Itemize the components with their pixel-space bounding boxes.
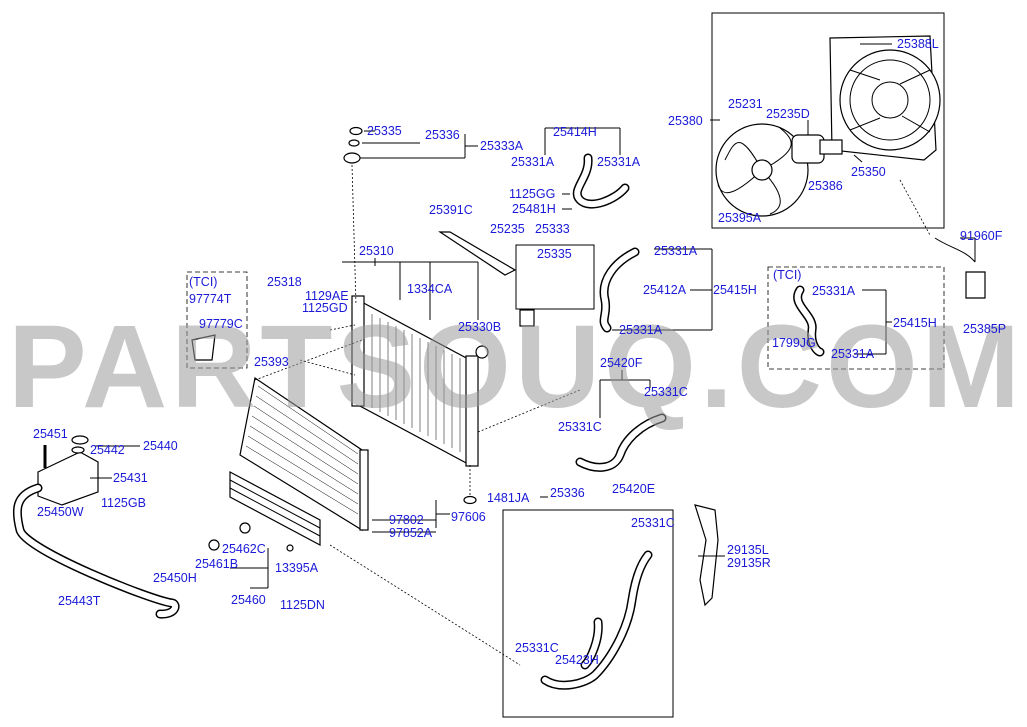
tci-right-title: (TCI) [773, 268, 801, 282]
label-25415H[interactable]: 25415H [893, 316, 937, 330]
label-25414H[interactable]: 25414H [553, 125, 597, 139]
label-25331A[interactable]: 25331A [812, 284, 856, 298]
label-97606[interactable]: 97606 [451, 510, 486, 524]
label-25336[interactable]: 25336 [425, 128, 460, 142]
reservoir-tank [37, 435, 99, 506]
watermark: PARTSOUQ.COM [8, 301, 1024, 433]
label-25412A[interactable]: 25412A [643, 283, 687, 297]
label-25420F[interactable]: 25420F [600, 356, 643, 370]
label-25386[interactable]: 25386 [808, 179, 843, 193]
tci-box-right [767, 266, 945, 370]
label-97852A[interactable]: 97852A [389, 526, 433, 540]
label-25395A[interactable]: 25395A [718, 211, 762, 225]
label-25331C[interactable]: 25331C [515, 641, 559, 655]
label-25331C[interactable]: 25331C [644, 385, 688, 399]
label-25380[interactable]: 25380 [668, 114, 703, 128]
label-25481H[interactable]: 25481H [512, 202, 556, 216]
label-25450W[interactable]: 25450W [37, 505, 84, 519]
label-25431[interactable]: 25431 [113, 471, 148, 485]
label-25462C[interactable]: 25462C [222, 542, 266, 556]
label-25336[interactable]: 25336 [550, 486, 585, 500]
label-29135L[interactable]: 29135L [727, 543, 769, 557]
label-25451[interactable]: 25451 [33, 427, 68, 441]
fan-motor [791, 134, 843, 164]
connector-25385P [965, 271, 986, 299]
cap-25333A [343, 152, 361, 164]
label-25331A[interactable]: 25331A [597, 155, 641, 169]
label-1481JA[interactable]: 1481JA [487, 491, 530, 505]
label-91960F[interactable]: 91960F [960, 229, 1003, 243]
label-25331A[interactable]: 25331A [831, 347, 875, 361]
label-25388L[interactable]: 25388L [897, 37, 939, 51]
label-97802[interactable]: 97802 [389, 513, 424, 527]
dotted-leaders [254, 164, 931, 666]
label-25460[interactable]: 25460 [231, 593, 266, 607]
label-97779C[interactable]: 97779C [199, 317, 243, 331]
label-25318[interactable]: 25318 [267, 275, 302, 289]
label-25391C[interactable]: 25391C [429, 203, 473, 217]
cap-25336-bottom [463, 495, 477, 505]
label-1125GD[interactable]: 1125GD [302, 301, 348, 315]
label-1334CA[interactable]: 1334CA [407, 282, 453, 296]
label-25235[interactable]: 25235 [490, 222, 525, 236]
label-25461B[interactable]: 25461B [195, 557, 238, 571]
oil-cooler [208, 471, 321, 552]
label-25235D[interactable]: 25235D [766, 107, 810, 121]
cooling-fan [715, 123, 809, 217]
bracket-group-box [515, 244, 595, 310]
label-1125GG[interactable]: 1125GG [509, 187, 555, 201]
air-guard [694, 504, 719, 607]
bracket-tci-left [191, 334, 216, 361]
label-25330B[interactable]: 25330B [458, 320, 501, 334]
label-13395A[interactable]: 13395A [275, 561, 319, 575]
tci-left-title: (TCI) [189, 275, 217, 289]
label-25415H[interactable]: 25415H [713, 283, 757, 297]
label-25440[interactable]: 25440 [143, 439, 178, 453]
gasket-25336 [348, 139, 360, 147]
label-25393[interactable]: 25393 [254, 355, 289, 369]
mount-25333 [519, 309, 535, 327]
part-labels: 25335 25336 25333A 25414H 25331A 25331A … [33, 37, 1006, 667]
label-25331A[interactable]: 25331A [654, 244, 698, 258]
label-25331C[interactable]: 25331C [631, 516, 675, 530]
fan-shroud [829, 35, 941, 161]
cap-25335 [349, 126, 363, 136]
hose-25420E-frame [502, 509, 674, 718]
label-29135R[interactable]: 29135R [727, 556, 771, 570]
label-25333[interactable]: 25333 [535, 222, 570, 236]
label-25423H[interactable]: 25423H [555, 653, 599, 667]
label-25331A[interactable]: 25331A [619, 323, 663, 337]
leader-lines [90, 43, 976, 589]
label-25310[interactable]: 25310 [359, 244, 394, 258]
label-25385P[interactable]: 25385P [963, 322, 1006, 336]
cap-25330B [475, 345, 489, 359]
label-25450H[interactable]: 25450H [153, 571, 197, 585]
label-1125DN[interactable]: 1125DN [280, 598, 325, 612]
condenser [239, 376, 369, 532]
label-25442[interactable]: 25442 [90, 443, 125, 457]
label-25420E[interactable]: 25420E [612, 482, 655, 496]
label-25443T[interactable]: 25443T [58, 594, 101, 608]
tci-box-left [186, 271, 248, 369]
label-1129AE[interactable]: 1129AE [305, 289, 349, 303]
label-25331C[interactable]: 25331C [558, 420, 602, 434]
label-25350[interactable]: 25350 [851, 165, 886, 179]
label-1125GB[interactable]: 1125GB [101, 496, 146, 510]
radiator [351, 295, 479, 467]
bracket-25391C [438, 231, 517, 276]
label-1799JG[interactable]: 1799JG [772, 336, 816, 350]
label-97774T[interactable]: 97774T [189, 292, 232, 306]
label-25231[interactable]: 25231 [728, 97, 763, 111]
label-25333A[interactable]: 25333A [480, 139, 524, 153]
label-25331A[interactable]: 25331A [511, 155, 555, 169]
label-25335[interactable]: 25335 [537, 247, 572, 261]
label-25335[interactable]: 25335 [367, 124, 402, 138]
